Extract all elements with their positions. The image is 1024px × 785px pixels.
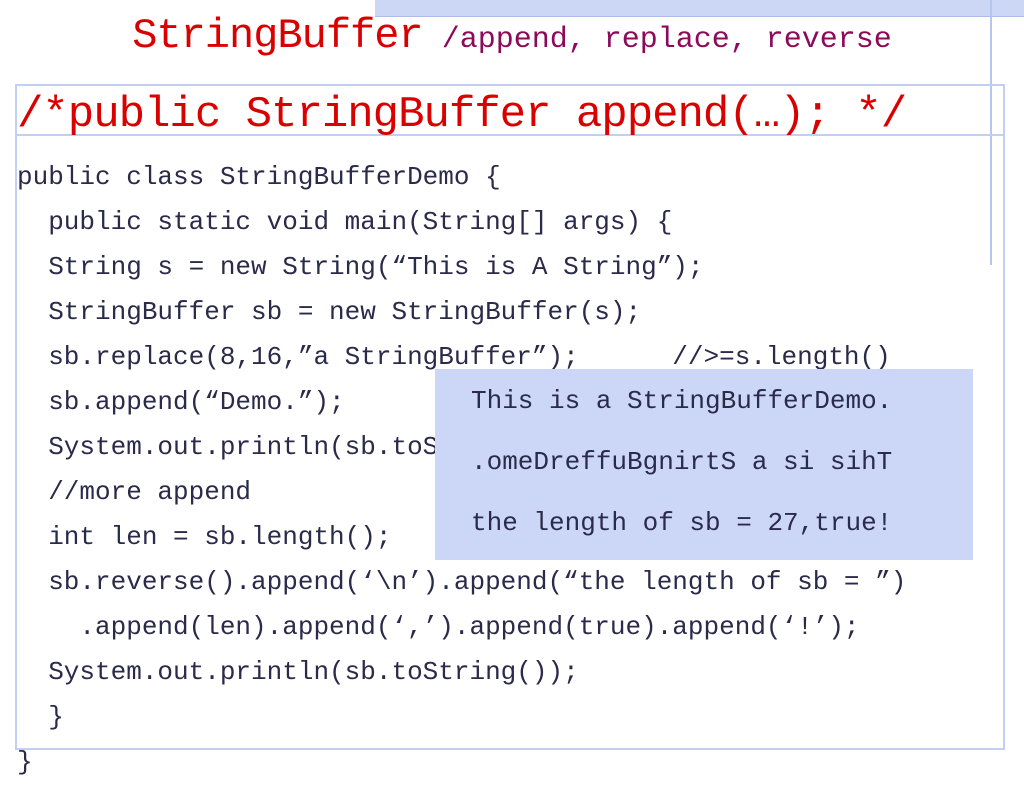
code-line: sb.append(“Demo.”); xyxy=(17,387,345,417)
code-line: int len = sb.length(); xyxy=(17,522,392,552)
comment-band xyxy=(15,84,1005,136)
slide-title-main: StringBuffer xyxy=(132,12,423,60)
code-line: } xyxy=(17,747,33,777)
code-line: sb.reverse().append(‘\n’).append(“the le… xyxy=(17,567,907,597)
code-line: String s = new String(“This is A String”… xyxy=(17,252,704,282)
code-line: .append(len).append(‘,’).append(true).ap… xyxy=(17,612,860,642)
output-line: the length of sb = 27,true! xyxy=(471,508,893,538)
code-line: public class StringBufferDemo { xyxy=(17,162,501,192)
code-line: StringBuffer sb = new StringBuffer(s); xyxy=(17,297,642,327)
decorative-vertical-line xyxy=(990,0,992,265)
code-line: } xyxy=(17,702,64,732)
program-output-box: This is a StringBufferDemo. .omeDreffuBg… xyxy=(435,369,973,560)
decorative-top-band xyxy=(375,0,1024,17)
code-line: System.out.println(sb.toString()); xyxy=(17,657,579,687)
slide-title: StringBuffer /append, replace, reverse xyxy=(0,12,1024,64)
output-line: This is a StringBufferDemo. xyxy=(471,386,893,416)
code-line: public static void main(String[] args) { xyxy=(17,207,673,237)
code-line: //more append xyxy=(17,477,252,507)
output-line: .omeDreffuBgnirtS a si sihT xyxy=(471,447,893,477)
code-frame xyxy=(15,84,1005,750)
code-block: public class StringBufferDemo { public s… xyxy=(17,155,1007,785)
method-signature-comment: /*public StringBuffer append(…); */ xyxy=(17,90,907,140)
slide-title-sub: /append, replace, reverse xyxy=(441,23,892,57)
code-line: sb.replace(8,16,”a StringBuffer”); //>=s… xyxy=(17,342,891,372)
